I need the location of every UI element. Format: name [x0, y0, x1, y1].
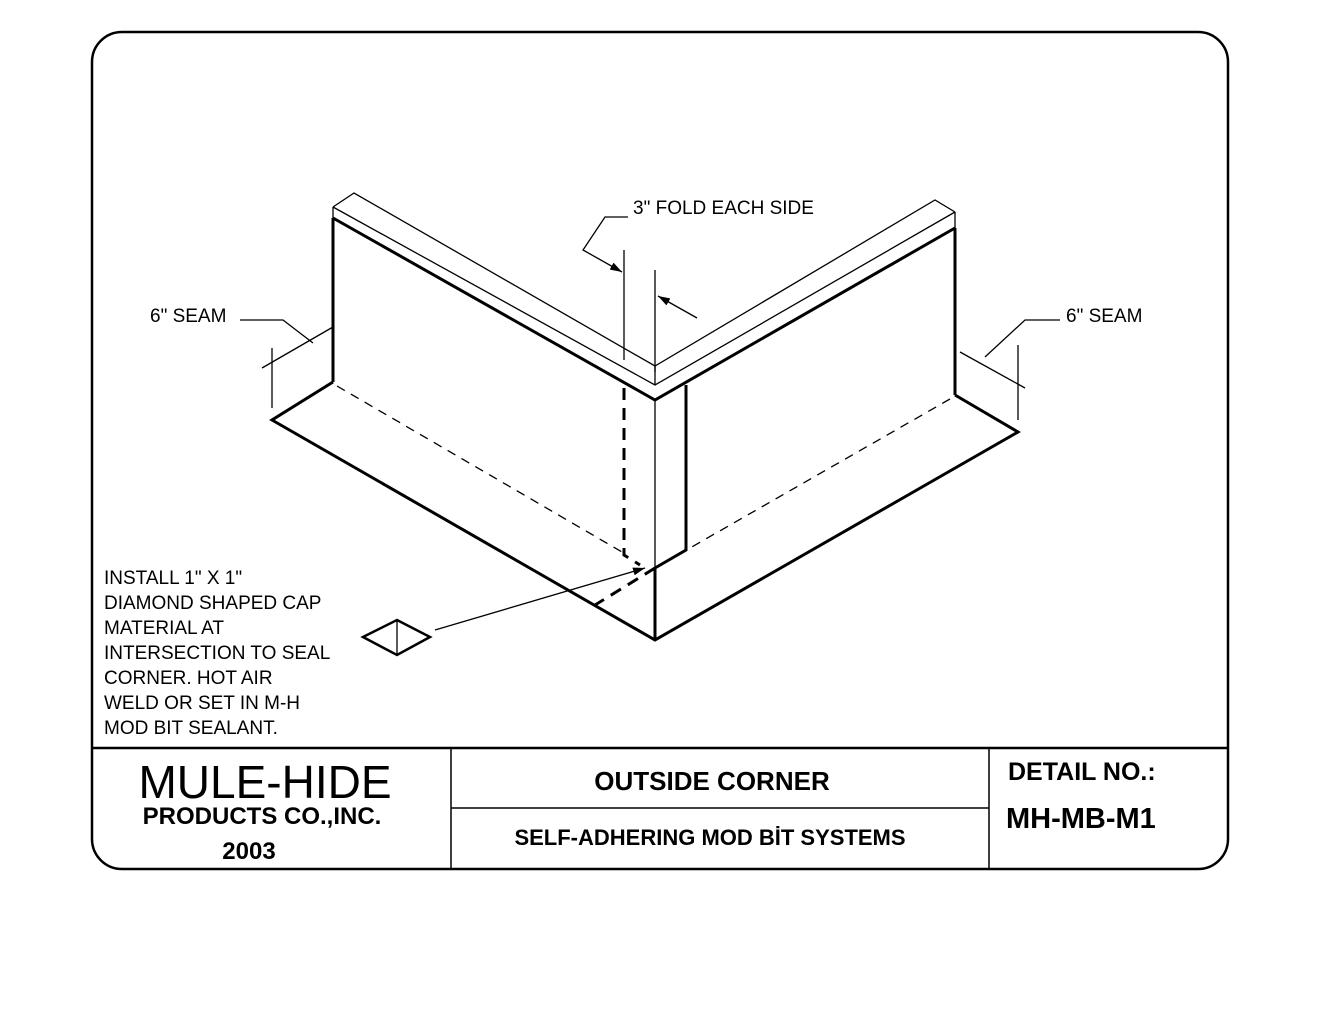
diamond-cap-icon	[360, 618, 433, 657]
company-logo-text: MULE-HIDE	[138, 756, 391, 808]
sheet-border	[90, 30, 1230, 871]
outside-corner-illustration	[240, 192, 1060, 657]
note-line: CORNER. HOT AIR	[104, 668, 273, 689]
seam-label-left: 6" SEAM	[150, 306, 226, 327]
fold-label: 3" FOLD EACH SIDE	[633, 198, 814, 219]
detail-number-label: DETAIL NO.:	[1008, 758, 1156, 786]
seam-label-right: 6" SEAM	[1066, 306, 1142, 327]
installation-note: INSTALL 1" X 1" DIAMOND SHAPED CAP MATER…	[104, 568, 330, 739]
drawing-title: OUTSIDE CORNER	[594, 766, 830, 796]
title-block: MULE-HIDE PRODUCTS CO.,INC. 2003 OUTSIDE…	[92, 746, 1228, 869]
note-line: MATERIAL AT	[104, 618, 224, 639]
company-subname: PRODUCTS CO.,INC.	[143, 803, 382, 830]
note-line: WELD OR SET IN M-H	[104, 693, 300, 714]
drawing-subtitle: SELF-ADHERING MOD BİT SYSTEMS	[514, 825, 905, 850]
note-line: INSTALL 1" X 1"	[104, 568, 242, 589]
note-line: MOD BIT SEALANT.	[104, 718, 278, 739]
drawing-year: 2003	[222, 838, 275, 865]
note-line: DIAMOND SHAPED CAP	[104, 593, 321, 614]
note-line: INTERSECTION TO SEAL	[104, 643, 330, 664]
detail-number: MH-MB-M1	[1006, 803, 1156, 835]
